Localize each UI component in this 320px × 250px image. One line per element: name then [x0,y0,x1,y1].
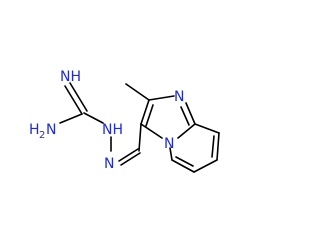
bond-n1-c8a-2 [180,106,190,126]
bond-c-nh-double-2 [69,82,88,112]
bond-c5-n4 [169,147,173,161]
atom-imine-nh: NH [60,69,81,85]
atom-amine-n: N [46,122,56,138]
bond-c6-c5-1 [171,159,195,173]
bond-n-ch-double-2 [120,152,141,166]
bond-n-ch-double-1 [118,148,139,162]
molecule-canvas: NH H 2 N NH N N N [29,69,220,173]
bond-c8-c7-1 [216,132,220,161]
bond-c7-c6 [193,159,218,173]
bond-c-nh-double-1 [64,85,83,115]
atom-imidazole-n: N [174,89,184,105]
bond-c3-c2-2 [145,104,154,127]
bond-c-nh2 [59,113,83,124]
bond-c-nh-hydrazone [83,112,104,124]
bond-c8a-n4 [177,123,196,139]
atom-hydrazone-nh: NH [102,122,123,138]
bond-ch-c3 [138,123,142,152]
bond-c3-c2-1 [140,99,150,125]
bond-n1-c8a-1 [185,102,196,125]
atom-bridgehead-n: N [164,136,174,152]
atom-amine-subscript: 2 [39,130,45,141]
bond-n4-c3 [140,123,163,139]
bond-c2-n1 [148,95,175,101]
bond-c2-methyl [125,83,150,101]
atom-hydrazone-n: N [104,156,114,172]
bond-c8a-c8 [194,123,220,134]
atom-amine-h: H [29,122,40,138]
bond-c8-c7-2 [211,135,215,158]
molecule-structure: NH H 2 N NH N N N [29,69,220,173]
bond-c6-c5-2 [175,156,194,167]
